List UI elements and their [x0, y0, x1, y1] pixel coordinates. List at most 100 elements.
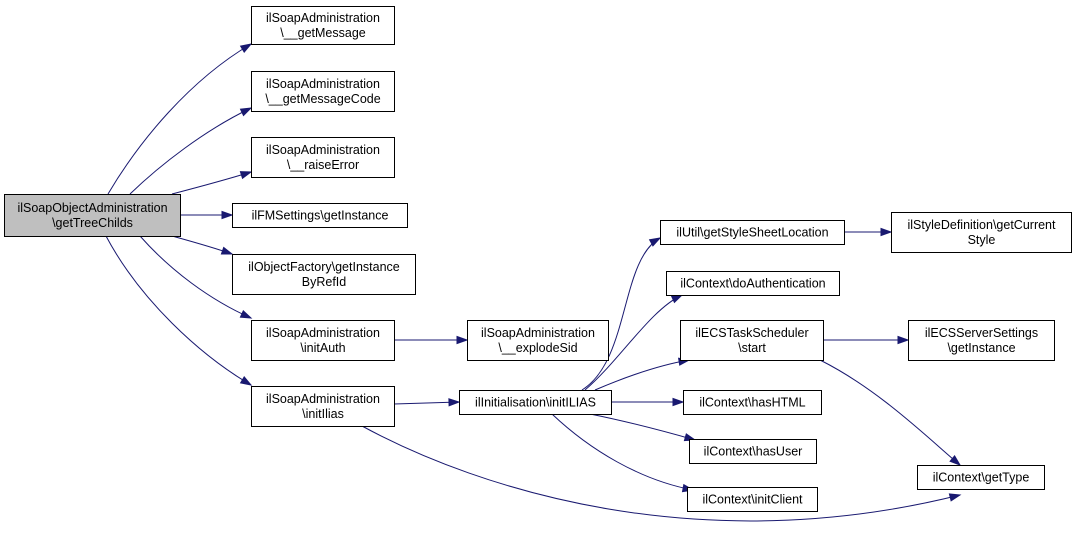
edge-ecsStart-to-ecsServerGetInstance [823, 335, 910, 345]
node-doAuthentication[interactable]: ilContext\doAuthentication [666, 271, 840, 296]
node-box [687, 487, 818, 512]
edge-arrowhead [648, 237, 662, 247]
node-label-line: ilInitialisation\initILIAS [475, 396, 596, 410]
edge-root-to-getInstanceByRefId [171, 235, 234, 255]
edge-arrowhead [239, 43, 253, 53]
node-getMessageCode[interactable]: ilSoapAdministration\__getMessageCode [251, 71, 395, 112]
node-root[interactable]: ilSoapObjectAdministration\getTreeChilds [4, 194, 181, 237]
node-ecsStart[interactable]: ilECSTaskScheduler\start [680, 320, 824, 361]
node-box [660, 220, 845, 245]
edge-initAuth-to-explodeSid [394, 335, 469, 345]
edge-line [107, 43, 252, 195]
edge-initILIAS-to-ecsStart [594, 357, 691, 391]
node-label-line: \getInstance [947, 341, 1015, 355]
node-label-line: \initIlias [302, 407, 344, 421]
edge-arrowhead [239, 171, 253, 180]
node-label-line: ilSoapAdministration [481, 326, 595, 340]
node-label-line: ilContext\getType [933, 471, 1030, 485]
edge-arrowhead [239, 107, 253, 117]
node-getStyleSheetLocation[interactable]: ilUtil\getStyleSheetLocation [660, 220, 845, 245]
edge-arrowhead [239, 376, 253, 386]
edge-root-to-initAuth [139, 235, 253, 319]
node-box [891, 212, 1072, 253]
edge-arrowhead [220, 246, 234, 255]
node-box [917, 465, 1045, 490]
edge-line [105, 235, 252, 386]
node-hasHTML[interactable]: ilContext\hasHTML [683, 390, 822, 415]
node-label-line: ilSoapAdministration [266, 77, 380, 91]
node-box [467, 320, 609, 361]
node-label-line: ilSoapAdministration [266, 326, 380, 340]
edge-arrowhead [670, 294, 684, 304]
node-box [908, 320, 1055, 361]
node-ecsServerGetInstance[interactable]: ilECSServerSettings\getInstance [908, 320, 1055, 361]
node-label-line: ilStyleDefinition\getCurrent [908, 218, 1057, 232]
edge-arrowhead [897, 335, 910, 345]
edge-initIlias-to-getType [361, 425, 962, 522]
node-hasUser[interactable]: ilContext\hasUser [689, 439, 817, 464]
node-box [232, 254, 416, 295]
node-label-line: \__raiseError [287, 158, 359, 172]
edge-initILIAS-to-initClient [551, 413, 695, 493]
node-label-line: \__getMessageCode [265, 92, 380, 106]
edge-initILIAS-to-hasHTML [611, 397, 685, 407]
edge-ecsStart-to-getType [819, 359, 962, 466]
node-box [251, 386, 395, 427]
node-getType[interactable]: ilContext\getType [917, 465, 1045, 490]
node-box [689, 439, 817, 464]
edge-root-to-raiseError [171, 171, 253, 195]
node-box [4, 194, 181, 237]
node-label-line: ilSoapAdministration [266, 143, 380, 157]
node-explodeSid[interactable]: ilSoapAdministration\__explodeSid [467, 320, 609, 361]
node-label-line: ilSoapObjectAdministration [17, 201, 167, 215]
edge-line [171, 171, 252, 195]
edge-root-to-getMessage [107, 43, 253, 195]
node-label-line: ilECSServerSettings [925, 326, 1038, 340]
node-box [251, 71, 395, 112]
node-label-line: ilECSTaskScheduler [695, 326, 808, 340]
edge-line [393, 401, 460, 405]
node-initClient[interactable]: ilContext\initClient [687, 487, 818, 512]
node-label-line: \getTreeChilds [52, 216, 133, 230]
edge-line [139, 235, 252, 319]
node-label-line: ilSoapAdministration [266, 11, 380, 25]
edge-arrowhead [672, 397, 685, 407]
node-label-line: Style [968, 233, 996, 247]
edge-arrowhead [239, 309, 253, 319]
edge-initILIAS-to-hasUser [589, 413, 697, 442]
node-label-line: ilContext\hasUser [704, 445, 803, 459]
edge-arrowhead [221, 210, 234, 220]
node-getMessage[interactable]: ilSoapAdministration\__getMessage [251, 6, 395, 45]
edge-line [584, 294, 683, 391]
edge-line [581, 237, 661, 391]
node-label-line: ilObjectFactory\getInstance [248, 260, 400, 274]
edge-initIlias-to-initILIAS [393, 398, 461, 407]
node-raiseError[interactable]: ilSoapAdministration\__raiseError [251, 137, 395, 178]
edge-root-to-initIlias [105, 235, 253, 386]
node-label-line: \start [738, 341, 766, 355]
node-label-line: ilContext\initClient [702, 493, 803, 507]
node-initILIAS[interactable]: ilInitialisation\initILIAS [459, 390, 612, 415]
edge-root-to-getMessageCode [129, 107, 253, 195]
edge-getStyleSheetLocation-to-getCurrentStyle [844, 227, 893, 237]
edge-line [819, 359, 961, 466]
node-initAuth[interactable]: ilSoapAdministration\initAuth [251, 320, 395, 361]
node-label-line: ilSoapAdministration [266, 392, 380, 406]
edge-arrowhead [880, 227, 893, 237]
node-box [459, 390, 612, 415]
node-label-line: \__getMessage [280, 26, 366, 40]
node-label-line: ilUtil\getStyleSheetLocation [676, 226, 828, 240]
node-fmGetInstance[interactable]: ilFMSettings\getInstance [232, 203, 408, 228]
node-label-line: ilContext\doAuthentication [680, 277, 825, 291]
node-label-line: ilContext\hasHTML [699, 396, 805, 410]
edge-line [129, 107, 252, 195]
node-label-line: \__explodeSid [498, 341, 577, 355]
node-initIlias[interactable]: ilSoapAdministration\initIlias [251, 386, 395, 427]
node-box [251, 6, 395, 45]
node-box [232, 203, 408, 228]
edge-line [589, 413, 696, 441]
edge-arrowhead [948, 493, 962, 502]
